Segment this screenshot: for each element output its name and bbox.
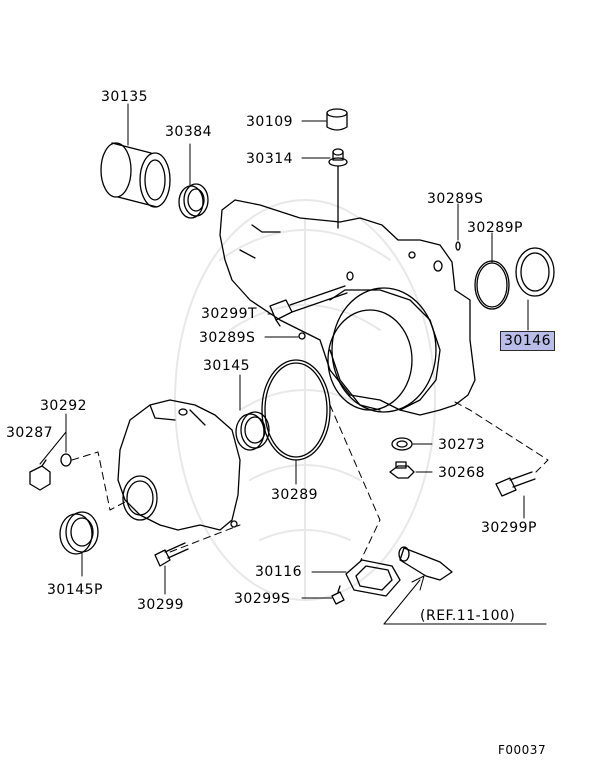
label-30146-highlighted[interactable]: 30146 (500, 331, 556, 351)
part-30268-plug (389, 461, 415, 479)
label-ref-11-100[interactable]: (REF.11-100) (420, 608, 516, 624)
part-30299-bolt (154, 542, 189, 567)
part-ref-tube (398, 546, 453, 581)
label-30273: 30273 (438, 437, 486, 453)
label-30145P: 30145P (47, 582, 103, 598)
part-30287-plug (29, 459, 51, 491)
part-30292-washer (60, 453, 72, 467)
part-30314-breather (328, 148, 348, 229)
label-30289P: 30289P (467, 220, 523, 236)
label-30289S-mid: 30289S (199, 330, 256, 346)
label-30299S-bottom: 30299S (234, 591, 291, 607)
label-30268: 30268 (438, 465, 486, 481)
part-30146-seal (515, 247, 555, 297)
part-rear-cover (117, 399, 241, 531)
label-30299: 30299 (137, 597, 185, 613)
part-30289P-oring (474, 260, 510, 310)
label-30299P: 30299P (481, 520, 537, 536)
diagram-code: F00037 (498, 743, 547, 757)
part-30116-cover-plate (345, 559, 401, 597)
ref-arrow (383, 575, 547, 625)
part-30109-cap (326, 108, 348, 131)
label-30384: 30384 (165, 124, 213, 140)
label-30314: 30314 (246, 151, 294, 167)
label-30289S-top: 30289S (427, 191, 484, 207)
label-30287: 30287 (6, 425, 54, 441)
dashed-alignment-lines (71, 401, 549, 563)
part-30299T-bolt (269, 285, 348, 327)
label-30299T: 30299T (201, 306, 258, 322)
part-30273-washer (391, 437, 413, 451)
label-30135: 30135 (101, 89, 149, 105)
label-30292: 30292 (40, 398, 88, 414)
part-30135-sleeve (100, 142, 171, 208)
part-30299P-bolt (495, 471, 536, 497)
part-transfer-housing (219, 199, 476, 416)
label-30116: 30116 (255, 564, 303, 580)
part-30384-seal (178, 183, 209, 219)
part-30289S-oring-small (298, 332, 306, 340)
label-30289: 30289 (271, 487, 319, 503)
part-30145-seal (235, 411, 270, 451)
label-30109: 30109 (246, 114, 294, 130)
watermark-logo (174, 199, 436, 601)
leader-lines (39, 103, 529, 599)
label-30145: 30145 (203, 358, 251, 374)
part-30145P-seal (59, 511, 99, 555)
part-30299S-screw (331, 585, 345, 605)
part-30289-oring-large (261, 359, 331, 461)
